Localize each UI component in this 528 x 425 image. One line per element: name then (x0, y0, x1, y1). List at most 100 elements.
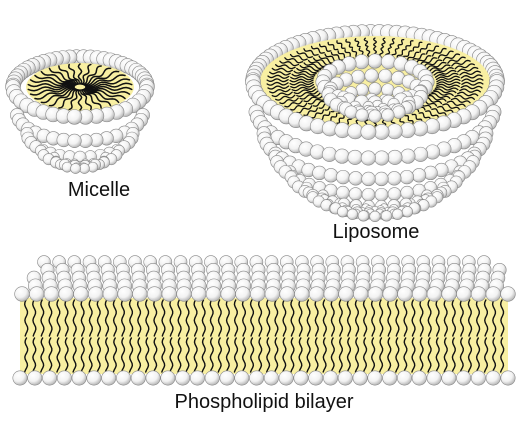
bilayer-tail (483, 299, 489, 337)
bilayer-label: Phospholipid bilayer (174, 391, 353, 413)
liposome-tail (457, 66, 479, 73)
liposome-tail (436, 105, 454, 114)
bilayer-tail (491, 337, 497, 373)
micelle-tail (77, 89, 83, 111)
bilayer-head-icon (279, 286, 295, 302)
liposome-tail (296, 67, 319, 74)
bilayer-head-icon (146, 286, 163, 302)
bilayer-tail (161, 337, 166, 373)
bilayer-head-icon (367, 286, 384, 302)
bilayer-head-icon (71, 370, 87, 386)
liposome-tail (296, 50, 314, 59)
bilayer-tail (282, 337, 287, 373)
bilayer-head-icon (219, 370, 235, 386)
liposome-head-icon (374, 150, 390, 166)
bilayer-tail (378, 299, 384, 337)
liposome-tail (425, 45, 440, 55)
liposome-tail (293, 88, 317, 95)
micelle-tail (40, 70, 77, 86)
liposome-tail (289, 53, 308, 61)
liposome-tail (461, 78, 484, 83)
liposome-head-icon (360, 150, 376, 166)
liposome-head-icon (348, 171, 363, 186)
bilayer-tail (233, 299, 239, 337)
bilayer-tail (257, 337, 263, 373)
liposome-tail (411, 113, 423, 123)
bilayer-tail (290, 337, 295, 373)
liposome-tail (266, 81, 289, 86)
phospholipid-bilayer-diagram (12, 255, 516, 386)
liposome-tail (397, 38, 405, 49)
bilayer-head-icon (249, 370, 265, 386)
liposome-tail (290, 76, 315, 81)
bilayer-head-icon (441, 286, 457, 302)
liposome-inner-leaflet (315, 53, 435, 123)
liposome-tail (404, 115, 414, 124)
bilayer-tail (185, 337, 190, 373)
liposome-tail (289, 102, 308, 111)
bilayer-tail (80, 337, 85, 373)
bilayer-tail (403, 299, 408, 337)
micelle-tail (68, 89, 80, 111)
liposome-head-icon (381, 108, 395, 122)
bilayer-head-icon (456, 286, 472, 302)
micelle-head-icon (79, 163, 90, 174)
bilayer-head-icon (456, 370, 472, 386)
bilayer-head-icon (73, 286, 89, 302)
bilayer-head-icon (130, 370, 146, 386)
liposome-tail (289, 78, 314, 83)
bilayer-head-icon (278, 370, 294, 386)
bilayer-tail (403, 337, 408, 373)
bilayer-head-icon (160, 370, 176, 386)
micelle-tail (82, 88, 112, 107)
micelle-tail (29, 86, 76, 96)
bilayer-head-icon (323, 286, 339, 302)
liposome-head-icon (361, 187, 376, 202)
liposome-tail (434, 86, 459, 91)
bilayer-tail (257, 299, 263, 337)
liposome-tail (450, 97, 471, 104)
liposome-tail (460, 85, 483, 90)
bilayer-head-icon (204, 370, 220, 386)
liposome-head-icon (378, 68, 393, 84)
micelle-tail (85, 85, 133, 91)
liposome-tail (454, 63, 475, 70)
bilayer-head-icon (161, 286, 177, 302)
liposome-tail (431, 90, 454, 97)
liposome-tail (290, 83, 315, 89)
bilayer-tail (314, 299, 319, 337)
liposome-tail (381, 37, 386, 48)
bilayer-tail (72, 299, 77, 337)
bilayer-tail (290, 299, 295, 337)
liposome-head-icon (367, 53, 383, 69)
bilayer-head-icon (145, 370, 161, 386)
bilayer-tail (354, 337, 360, 373)
liposome-tail (303, 48, 319, 56)
liposome-tail (296, 90, 319, 97)
liposome-tail (284, 100, 303, 108)
bilayer-tail (40, 299, 45, 337)
micelle-head-icon (67, 133, 82, 148)
bilayer-head-icon (264, 286, 280, 302)
bilayer-head-icon (337, 370, 353, 386)
liposome-tail (271, 91, 293, 98)
liposome-tail (433, 69, 457, 76)
liposome-head-icon (368, 109, 382, 123)
liposome-tail (423, 59, 443, 68)
bilayer-tail (459, 299, 465, 337)
bilayer-tail (193, 337, 198, 373)
liposome-tail (279, 60, 300, 67)
bilayer-tail (225, 337, 231, 373)
liposome-tail (447, 56, 466, 64)
liposome-head-icon (399, 169, 415, 185)
liposome-tail (389, 38, 395, 49)
bilayer-head-icon (293, 370, 309, 386)
bilayer-tail (32, 337, 37, 373)
liposome-tail (307, 59, 328, 68)
liposome-tail (289, 81, 314, 86)
liposome-tail (299, 65, 322, 72)
bilayer-head-icon (308, 370, 324, 386)
liposome-tail (412, 41, 423, 52)
bilayer-tail (451, 337, 456, 373)
micelle-tail (34, 74, 76, 87)
